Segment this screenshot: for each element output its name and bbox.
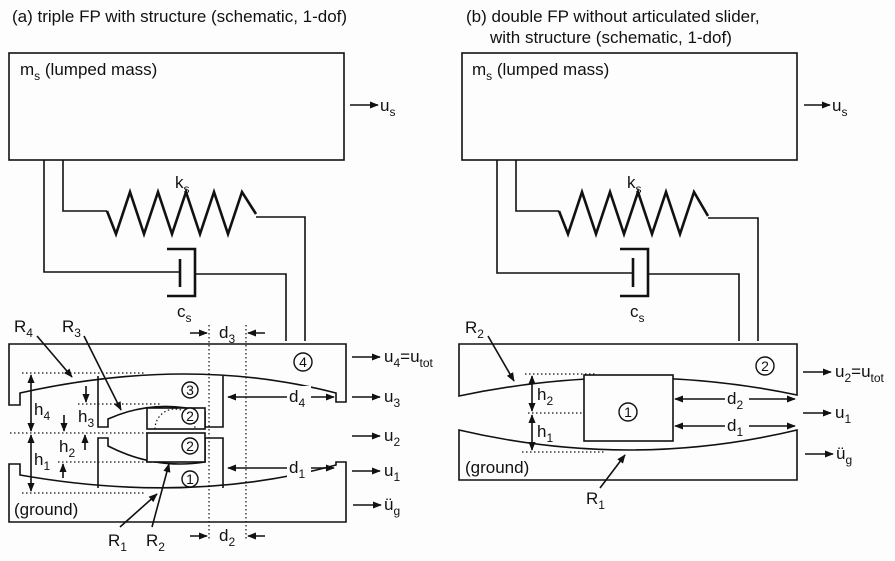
panel-a-damper-label: cs bbox=[177, 302, 192, 325]
panel-b-d1-label: d1 bbox=[727, 416, 743, 439]
panel-b-spring-right-lead bbox=[708, 217, 759, 341]
panel-a-d3-label: d3 bbox=[219, 323, 235, 346]
panel-b-u2-label: u2=utot bbox=[835, 362, 885, 385]
panel-b-mass-label: ms (lumped mass) bbox=[472, 60, 609, 83]
panel-b-damper-left-lead bbox=[496, 160, 633, 274]
panel-a-slider-number-2-lower: 2 bbox=[181, 437, 199, 455]
panel-a-ug-label: üg bbox=[384, 495, 400, 518]
panel-b-u1-label: u1 bbox=[835, 403, 851, 426]
panel-b-lumped-mass-box bbox=[461, 52, 798, 161]
panel-b-slider-number-1: 1 bbox=[618, 402, 638, 422]
panel-a-d1-label-bg bbox=[287, 457, 311, 477]
panel-b-slider-number-2: 2 bbox=[755, 356, 775, 376]
panel-a-r2-label: R2 bbox=[146, 531, 165, 554]
panel-a-h4-label: h4 bbox=[34, 400, 50, 423]
panel-b-r2-label: R2 bbox=[465, 318, 484, 341]
panel-a-lumped-mass-box bbox=[8, 52, 345, 161]
panel-a-d2-label: d2 bbox=[219, 526, 235, 549]
panel-b-title-line1: (b) double FP without articulated slider… bbox=[466, 7, 760, 26]
panel-a-u4-label: u4=utot bbox=[384, 347, 434, 370]
panel-b-damper-cylinder bbox=[620, 247, 650, 298]
panel-a-spring-right-lead bbox=[256, 216, 306, 341]
panel-a-slider-number-2-upper: 2 bbox=[181, 407, 199, 425]
panel-b-ground-label: (ground) bbox=[465, 458, 529, 477]
panel-b-h2-label: h2 bbox=[537, 385, 553, 408]
panel-a-us-label: us bbox=[380, 96, 395, 119]
panel-a-u3-label: u3 bbox=[384, 387, 400, 410]
panel-a-slider-number-4: 4 bbox=[293, 352, 313, 372]
panel-b-d2-label-bg bbox=[725, 388, 749, 408]
panel-a-r3-leader bbox=[83, 335, 122, 411]
panel-a-d1-label: d1 bbox=[289, 458, 305, 481]
panel-b-damper-label: cs bbox=[630, 302, 645, 325]
panel-b-spring-left-lead bbox=[515, 160, 559, 212]
panel-a-ground-label: (ground) bbox=[14, 500, 78, 519]
panel-a-damper-left-lead bbox=[43, 160, 180, 273]
panel-a-ground-plate bbox=[8, 461, 347, 523]
panel-a-h1-label: h1 bbox=[34, 450, 50, 473]
panel-a-r1-leader bbox=[119, 493, 158, 528]
panel-b-us-label: us bbox=[832, 96, 847, 119]
panel-b-r1-label: R1 bbox=[586, 489, 605, 512]
panel-a-d4-label: d4 bbox=[289, 387, 305, 410]
panel-a-r1-label: R1 bbox=[108, 531, 127, 554]
panel-b: (b) double FP without articulated slider… bbox=[458, 7, 885, 512]
panel-b-spring-label: ks bbox=[627, 173, 642, 196]
panel-a-damper-cylinder bbox=[167, 247, 197, 298]
panel-b-h1-label: h1 bbox=[537, 422, 553, 445]
panel-a-d4-label-bg bbox=[287, 386, 311, 406]
panel-a-slider-number-3: 3 bbox=[181, 381, 199, 399]
panel-b-ground-plate bbox=[458, 428, 798, 481]
panel-a-title: (a) triple FP with structure (schematic,… bbox=[12, 7, 347, 26]
panel-b-damper-right-lead bbox=[648, 273, 740, 341]
panel-b-r1-leader bbox=[599, 454, 626, 489]
panel-a-r2-leader bbox=[151, 463, 171, 528]
svg-text:4: 4 bbox=[299, 354, 307, 370]
panel-a-r4-leader bbox=[36, 335, 73, 378]
panel-b-d1-label-bg bbox=[725, 415, 749, 435]
panel-a-r4-label: R4 bbox=[14, 317, 33, 340]
panel-a-r3-label: R3 bbox=[62, 317, 81, 340]
panel-b-d2-label: d2 bbox=[727, 389, 743, 412]
panel-b-r2-leader bbox=[487, 335, 515, 382]
svg-text:2: 2 bbox=[761, 358, 769, 374]
panel-a-spring-coil bbox=[105, 187, 258, 239]
svg-text:1: 1 bbox=[186, 471, 194, 487]
panel-a-h3-label: h3 bbox=[78, 407, 94, 430]
panel-a-u1-label: u1 bbox=[384, 461, 400, 484]
svg-text:3: 3 bbox=[186, 382, 194, 398]
panel-b-title-line2: with structure (schematic, 1-dof) bbox=[489, 28, 732, 47]
svg-text:2: 2 bbox=[186, 438, 194, 454]
panel-a: (a) triple FP with structure (schematic,… bbox=[8, 7, 434, 554]
panel-a-h2-label: h2 bbox=[59, 437, 75, 460]
panel-b-spring-coil bbox=[557, 187, 710, 239]
panel-a-damper-right-lead bbox=[195, 273, 287, 341]
svg-text:1: 1 bbox=[624, 404, 632, 420]
panel-a-mass-label: ms (lumped mass) bbox=[20, 60, 157, 83]
panel-a-spring-left-lead bbox=[62, 160, 107, 212]
panel-a-u2-label: u2 bbox=[384, 426, 400, 449]
panel-b-ug-label: üg bbox=[836, 444, 852, 467]
svg-text:2: 2 bbox=[186, 408, 194, 424]
panel-a-slider-number-1: 1 bbox=[181, 470, 199, 488]
panel-a-spring-label: ks bbox=[175, 173, 190, 196]
